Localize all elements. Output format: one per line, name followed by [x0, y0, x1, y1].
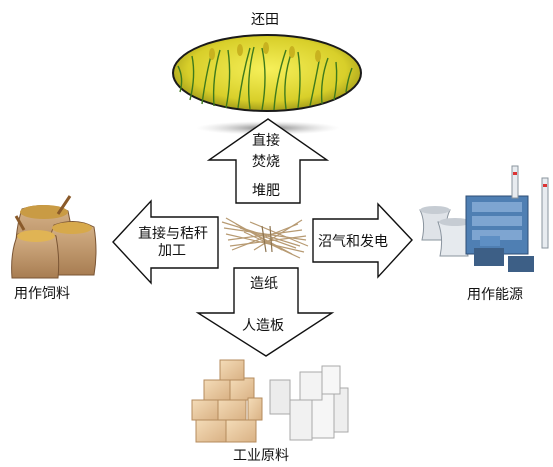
- down-arrow-line-1: 造纸: [250, 276, 278, 292]
- right-arrow-label: 沼气和发电: [318, 234, 388, 250]
- right-caption: 用作能源: [467, 287, 523, 303]
- down-arrow-line-2: 人造板: [242, 318, 284, 334]
- up-arrow-line-2: 焚烧: [252, 154, 280, 170]
- right-arrow: [312, 202, 413, 279]
- straw-bundle-icon: [221, 217, 309, 259]
- up-arrow-line-3: 堆肥: [252, 183, 280, 199]
- top-title: 还田: [251, 12, 279, 28]
- power-plant-icon: [419, 165, 549, 272]
- up-arrow-line-1: 直接: [252, 133, 280, 149]
- left-arrow-line-1: 直接与秸秆: [138, 226, 208, 242]
- down-arrow: [195, 267, 335, 357]
- industrial-materials-icon: [191, 359, 349, 443]
- left-arrow-line-2: 加工: [158, 243, 186, 259]
- feed-sacks-icon: [11, 195, 97, 279]
- left-arrow: [112, 199, 219, 285]
- left-caption: 用作饲料: [14, 286, 70, 302]
- up-arrow: [206, 118, 330, 204]
- rice-field-icon: [172, 34, 362, 135]
- bottom-caption: 工业原料: [233, 448, 289, 464]
